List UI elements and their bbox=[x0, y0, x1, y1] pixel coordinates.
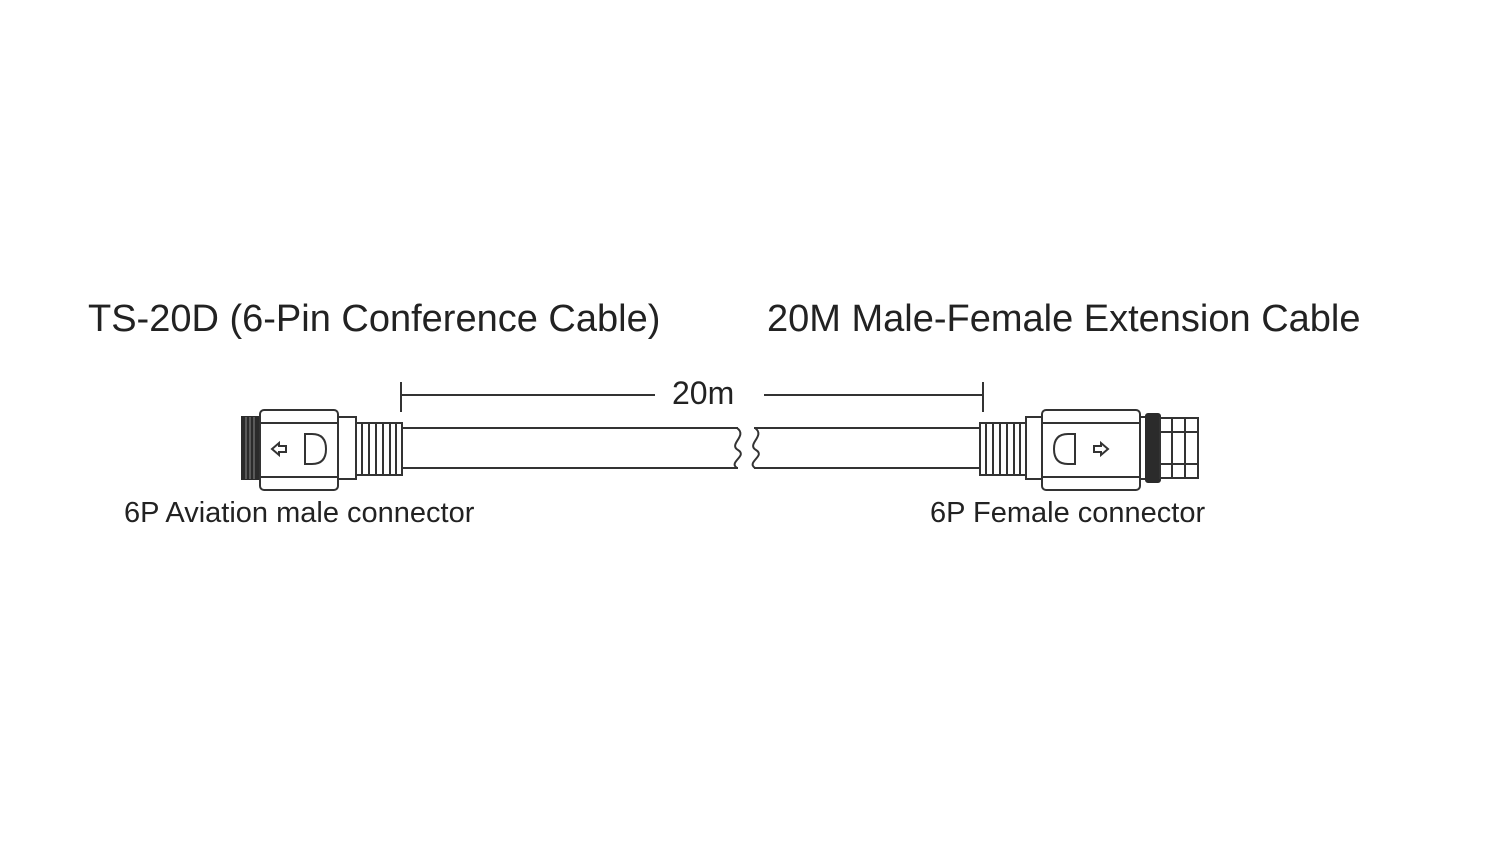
dimension-line bbox=[400, 382, 984, 412]
extension-cable-title: 20M Male-Female Extension Cable bbox=[767, 298, 1361, 340]
cable-body bbox=[402, 427, 980, 469]
male-connector-label: 6P Aviation male connector bbox=[124, 497, 475, 529]
female-connector-icon bbox=[979, 409, 1199, 491]
cable-length-label: 20m bbox=[672, 375, 735, 411]
male-connector-icon bbox=[241, 409, 403, 491]
female-connector-label: 6P Female connector bbox=[930, 497, 1206, 529]
cable-title: TS-20D (6-Pin Conference Cable) bbox=[88, 298, 661, 340]
